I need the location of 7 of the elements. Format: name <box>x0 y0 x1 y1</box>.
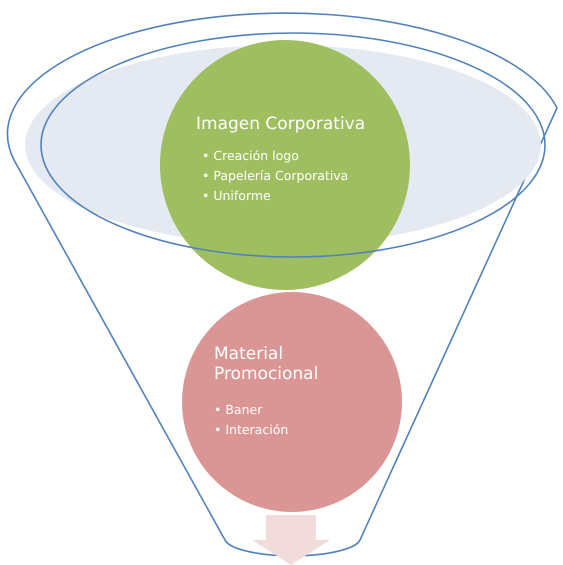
bullet-item: • Papelería Corporativa <box>202 167 348 185</box>
bullet-item: • Uniforme <box>202 187 272 205</box>
bullet-item: • Interación <box>214 421 288 439</box>
bullet-item: • Creación logo <box>202 147 300 165</box>
node-heading: Imagen Corporativa <box>196 114 366 134</box>
bullet-item: • Baner <box>214 401 264 419</box>
node-heading: Material Promocional <box>214 344 320 385</box>
